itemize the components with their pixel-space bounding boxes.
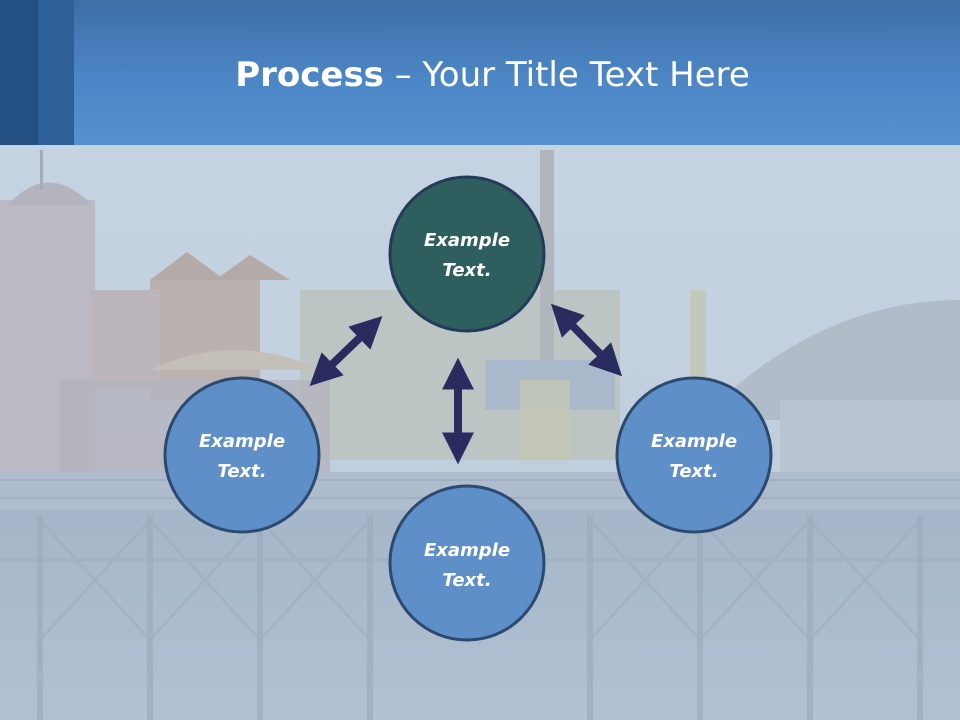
title-bold: Process [235,55,384,95]
title-rest: – Your Title Text Here [383,55,750,95]
slide-title: Process – Your Title Text Here [0,52,960,98]
arrow-top-left [309,316,383,386]
arrow-top-right [550,303,623,377]
node-top[interactable]: Example Text. [388,175,546,333]
node-bottom-line1: Example [424,540,510,561]
node-left-line2: Text. [217,461,266,482]
title-bar [0,0,960,145]
node-right-line1: Example [651,431,737,452]
node-top-line2: Text. [442,260,491,281]
node-top-line1: Example [424,230,510,251]
title-accent-mid [38,0,74,145]
node-bottom[interactable]: Example Text. [388,484,546,642]
node-left[interactable]: Example Text. [163,376,321,534]
node-bottom-line2: Text. [442,570,491,591]
title-accent-dark [0,0,38,145]
node-right-line2: Text. [669,461,718,482]
node-left-line1: Example [199,431,285,452]
node-right[interactable]: Example Text. [615,376,773,534]
